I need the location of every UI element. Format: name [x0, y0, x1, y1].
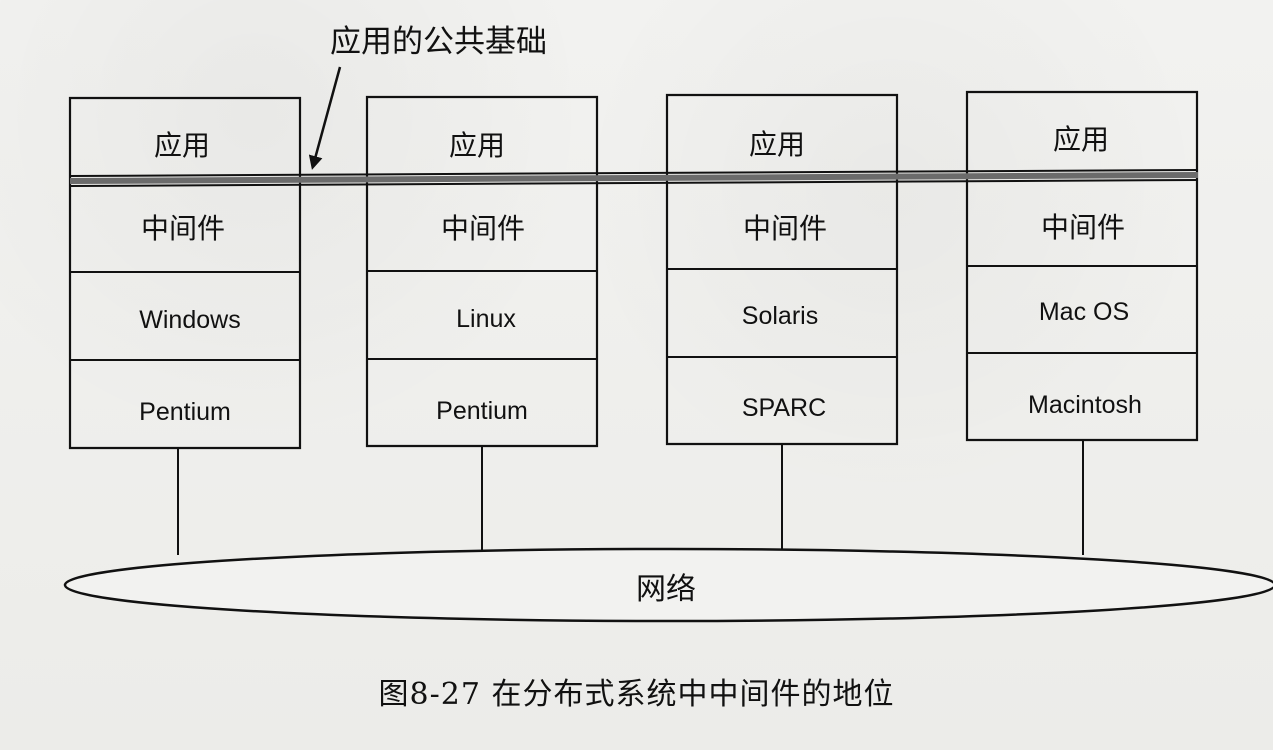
network-label: 网络: [636, 572, 696, 607]
stack-border-2: [365, 95, 599, 448]
middleware-layer-label-2: 中间件: [441, 212, 525, 245]
hardware-layer-label-1: Pentium: [139, 398, 231, 426]
figure-caption: 图8-27 在分布式系统中中间件的地位: [378, 677, 895, 712]
stack-border-3: [665, 93, 899, 446]
common-base-arrow: [308, 66, 342, 170]
platform-stack-4: 应用 中间件 Mac OS Macintosh: [965, 90, 1199, 442]
os-layer-label-4: Mac OS: [1039, 298, 1129, 326]
middleware-layer-label-4: 中间件: [1041, 211, 1125, 244]
network-ellipse: [63, 547, 1273, 623]
hardware-layer-label-4: Macintosh: [1028, 391, 1142, 419]
hardware-layer-label-3: SPARC: [742, 394, 826, 422]
common-base-label: 应用的公共基础: [330, 24, 547, 60]
middleware-layer-label-3: 中间件: [743, 212, 827, 245]
os-layer-label-3: Solaris: [742, 302, 818, 330]
stack-border-4: [965, 90, 1199, 442]
platform-stack-1: 应用 中间件 Windows Pentium: [68, 96, 302, 450]
application-layer-label-1: 应用: [154, 129, 210, 162]
middleware-layer-label-1: 中间件: [141, 212, 225, 245]
band-top-edge: [69, 169, 1199, 177]
band-bottom-edge: [69, 179, 1199, 187]
platform-stack-3: 应用 中间件 Solaris SPARC: [665, 93, 899, 446]
hardware-layer-label-2: Pentium: [436, 397, 528, 425]
application-layer-label-3: 应用: [749, 128, 805, 161]
common-foundation-band: [69, 169, 1199, 187]
os-layer-label-1: Windows: [139, 306, 240, 334]
application-layer-label-4: 应用: [1053, 123, 1109, 156]
platform-stack-2: 应用 中间件 Linux Pentium: [365, 95, 599, 448]
os-layer-label-2: Linux: [456, 305, 516, 333]
band-fill: [69, 172, 1199, 184]
application-layer-label-2: 应用: [449, 129, 505, 162]
stack-border-1: [68, 96, 302, 450]
